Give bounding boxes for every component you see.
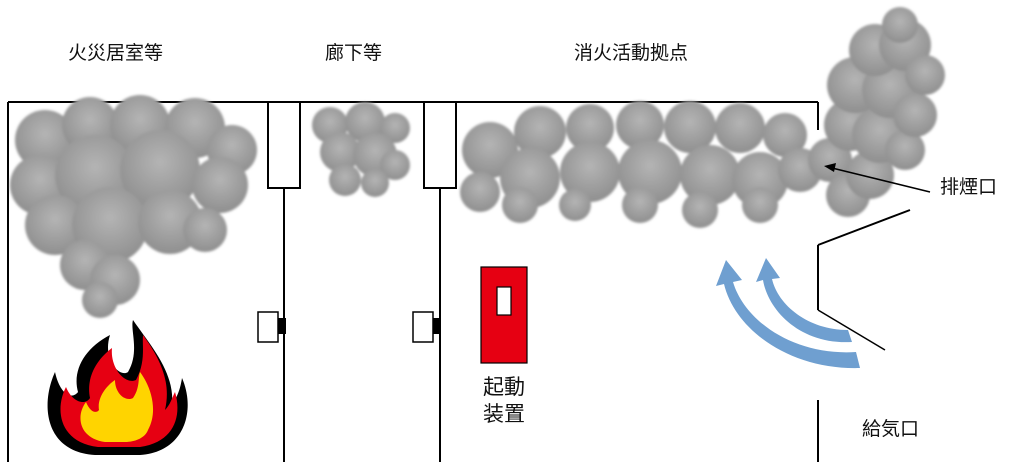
smoke-fire-base (460, 7, 945, 228)
smoke-corridor (312, 102, 410, 197)
device-label-line2: 装置 (483, 402, 525, 426)
callout-supply-port: 給気口 (862, 418, 920, 440)
callout-exhaust-port: 排煙口 (940, 176, 998, 198)
fire-icon (47, 320, 188, 455)
exhaust-arrowhead (824, 163, 836, 172)
airflow-arrows (716, 258, 860, 369)
device-label-line1: 起動 (483, 375, 525, 399)
zone-label-fire-room: 火災居室等 (68, 42, 164, 64)
zone-label-corridor: 廊下等 (325, 42, 383, 64)
zone-label-fire-base: 消火活動拠点 (574, 42, 689, 64)
door-closer-2 (412, 311, 441, 343)
door-closer-1 (257, 311, 286, 343)
wall-header-2 (423, 101, 457, 189)
smoke-fire-room (10, 95, 257, 318)
partition-walls (267, 101, 457, 462)
startup-device (480, 266, 528, 364)
wall-header-1 (267, 101, 301, 189)
callout-leaders (817, 167, 931, 351)
device-label: 起動 装置 (474, 374, 534, 428)
